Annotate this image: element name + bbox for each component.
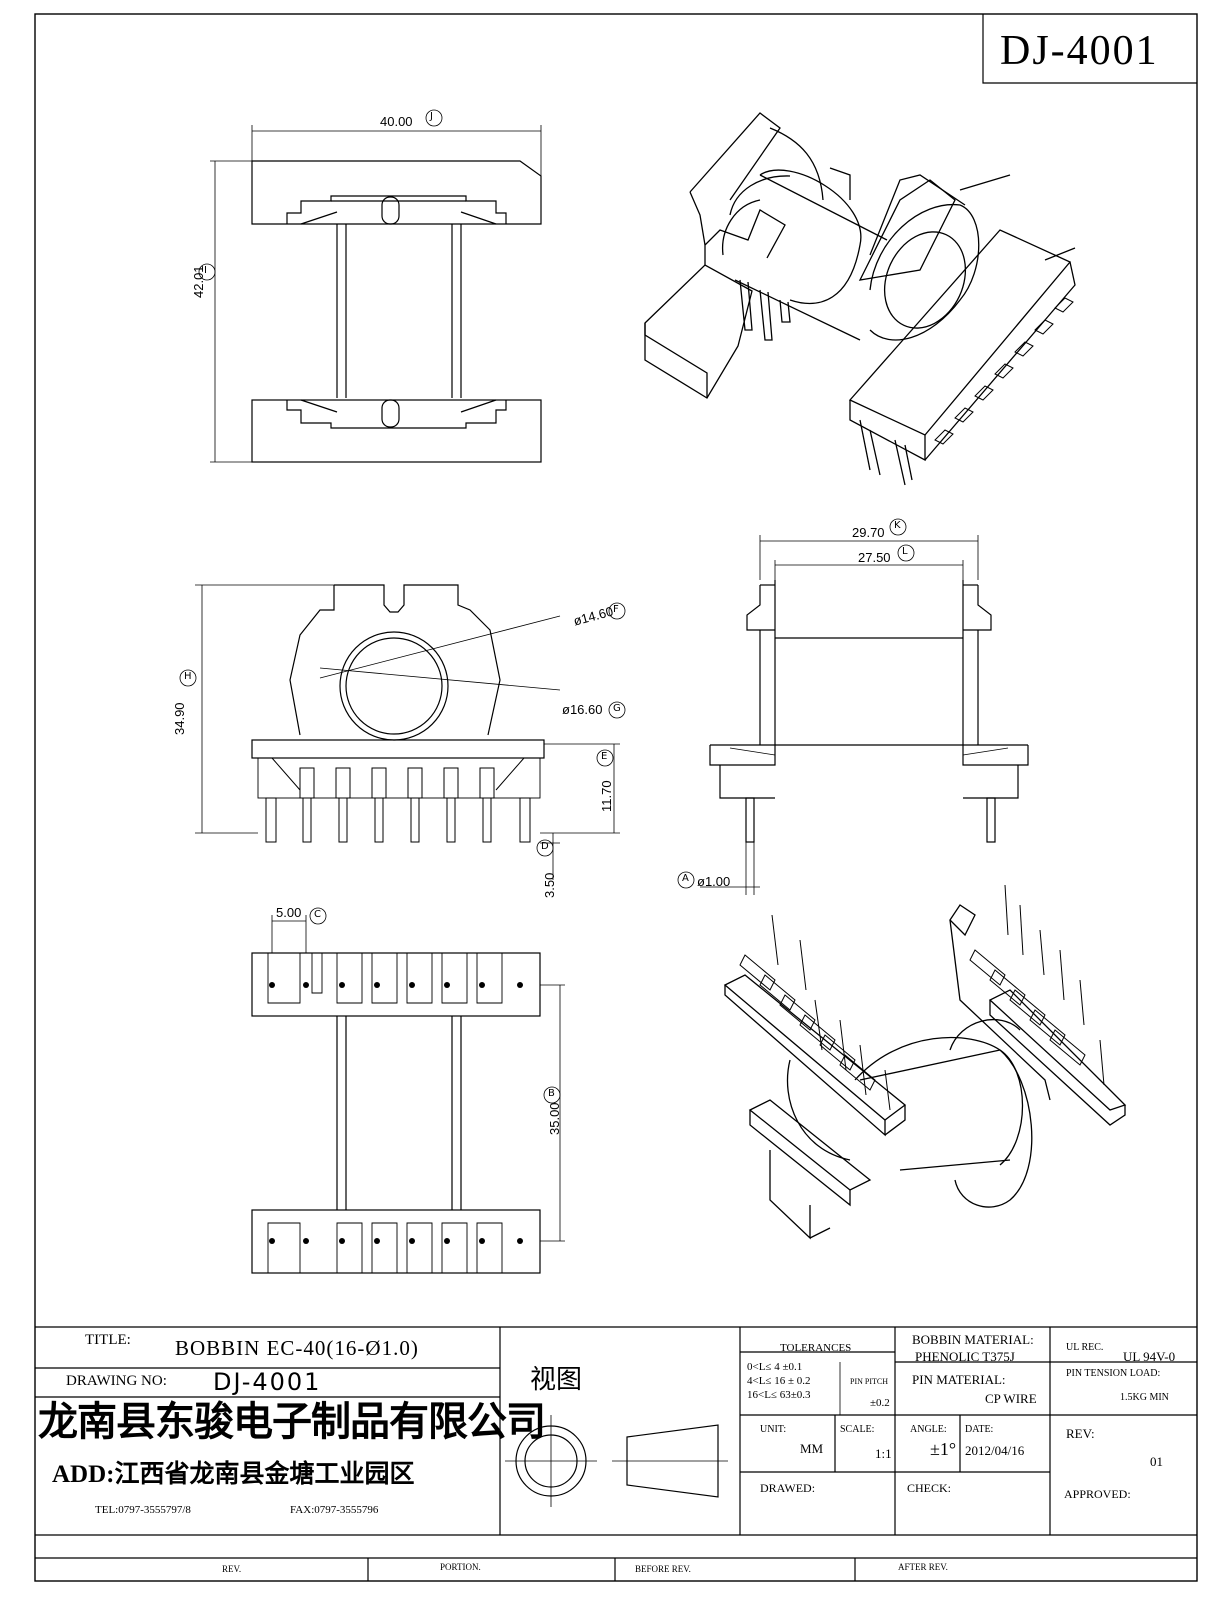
callout-a: A [682,873,689,884]
tolerance-2: 4<L≤ 16 ± 0.2 [747,1375,811,1387]
pin-pitch-value: ±0.2 [870,1397,890,1409]
pin-pitch-label: PIN PITCH [850,1377,889,1386]
approved-label: APPROVED: [1064,1487,1131,1501]
date-label: DATE: [965,1424,994,1435]
dim-27-50: 27.50 [858,550,891,565]
rev-value: 01 [1150,1454,1163,1469]
dim-pin: ø1.00 [697,874,731,889]
isometric-view-top [644,112,1076,486]
dim-40: 40.00 [380,114,413,129]
tolerances-label: TOLERANCES [780,1342,852,1354]
pin-material-value: CP WIRE [985,1391,1037,1406]
title-value: BOBBIN EC-40(16-Ø1.0) [175,1336,419,1360]
callout-g: G [613,703,621,714]
sheet-border [34,13,1198,1582]
callout-d: D [541,841,549,852]
drawing-number-header: DJ-4001 [1000,28,1159,74]
scale-label: SCALE: [840,1424,875,1435]
dim-16-60: ø16.60 [562,702,603,717]
company-tel: TEL:0797-3555797/8 [95,1504,191,1516]
callout-i: I [204,265,207,276]
tolerance-1: 0<L≤ 4 ±0.1 [747,1361,803,1373]
pin-tension-label: PIN TENSION LOAD: [1066,1368,1161,1379]
angle-label: ANGLE: [910,1424,947,1435]
rev-column: REV. [222,1564,242,1574]
portion-column: PORTION. [440,1562,481,1572]
scale-value: 1:1 [875,1446,892,1461]
title-label: TITLE: [85,1332,131,1348]
unit-value: MM [800,1441,824,1456]
dim-29-70: 29.70 [852,525,885,540]
callout-h: H [184,671,192,682]
drawing-no-box [982,14,1197,84]
pin-tension-value: 1.5KG MIN [1120,1392,1169,1403]
front-view [198,109,542,463]
before-rev-column: BEFORE REV. [635,1564,691,1574]
rev-label: REV: [1066,1426,1095,1441]
title-block-grid [35,1326,1197,1581]
ul-rec-value: UL 94V-0 [1123,1349,1176,1364]
dim-11-70: 11.70 [599,780,614,812]
callout-b: B [548,1088,555,1099]
drawing-no-value: DJ-4001 [213,1368,322,1396]
company-address: ADD:江西省龙南县金塘工业园区 [52,1461,415,1488]
side-view [179,584,626,880]
check-label: CHECK: [907,1481,952,1495]
dim-5-00: 5.00 [276,905,302,920]
pin-material-label: PIN MATERIAL: [912,1372,1006,1387]
callout-l: L [902,546,908,557]
isometric-view-bottom [723,884,1127,1240]
drawing-no-label: DRAWING NO: [66,1373,167,1389]
callout-k: K [894,520,901,531]
angle-value: ±1° [930,1439,957,1459]
tolerance-3: 16<L≤ 63±0.3 [747,1389,811,1401]
dim-34-90: 34.90 [172,702,187,735]
drawed-label: DRAWED: [760,1481,816,1495]
company-fax: FAX:0797-3555796 [290,1504,379,1516]
unit-label: UNIT: [760,1424,787,1435]
ul-rec-label: UL REC. [1066,1342,1104,1353]
callout-f: F [613,604,619,615]
bobbin-material-label: BOBBIN MATERIAL: [912,1332,1034,1347]
bottom-view [251,907,565,1274]
dim-35-00: 35.00 [547,1102,562,1135]
after-rev-column: AFTER REV. [898,1562,948,1572]
date-value: 2012/04/16 [965,1443,1025,1458]
view-label: 视图 [530,1365,583,1394]
bobbin-material-value: PHENOLIC T375J [915,1349,1015,1364]
callout-c: C [314,909,321,920]
callout-e: E [601,751,608,762]
end-view [677,518,1029,895]
callout-j: J [430,111,433,122]
dim-3-50: 3.50 [542,872,557,898]
company-name: 龙南县东骏电子制品有限公司 [38,1399,546,1444]
